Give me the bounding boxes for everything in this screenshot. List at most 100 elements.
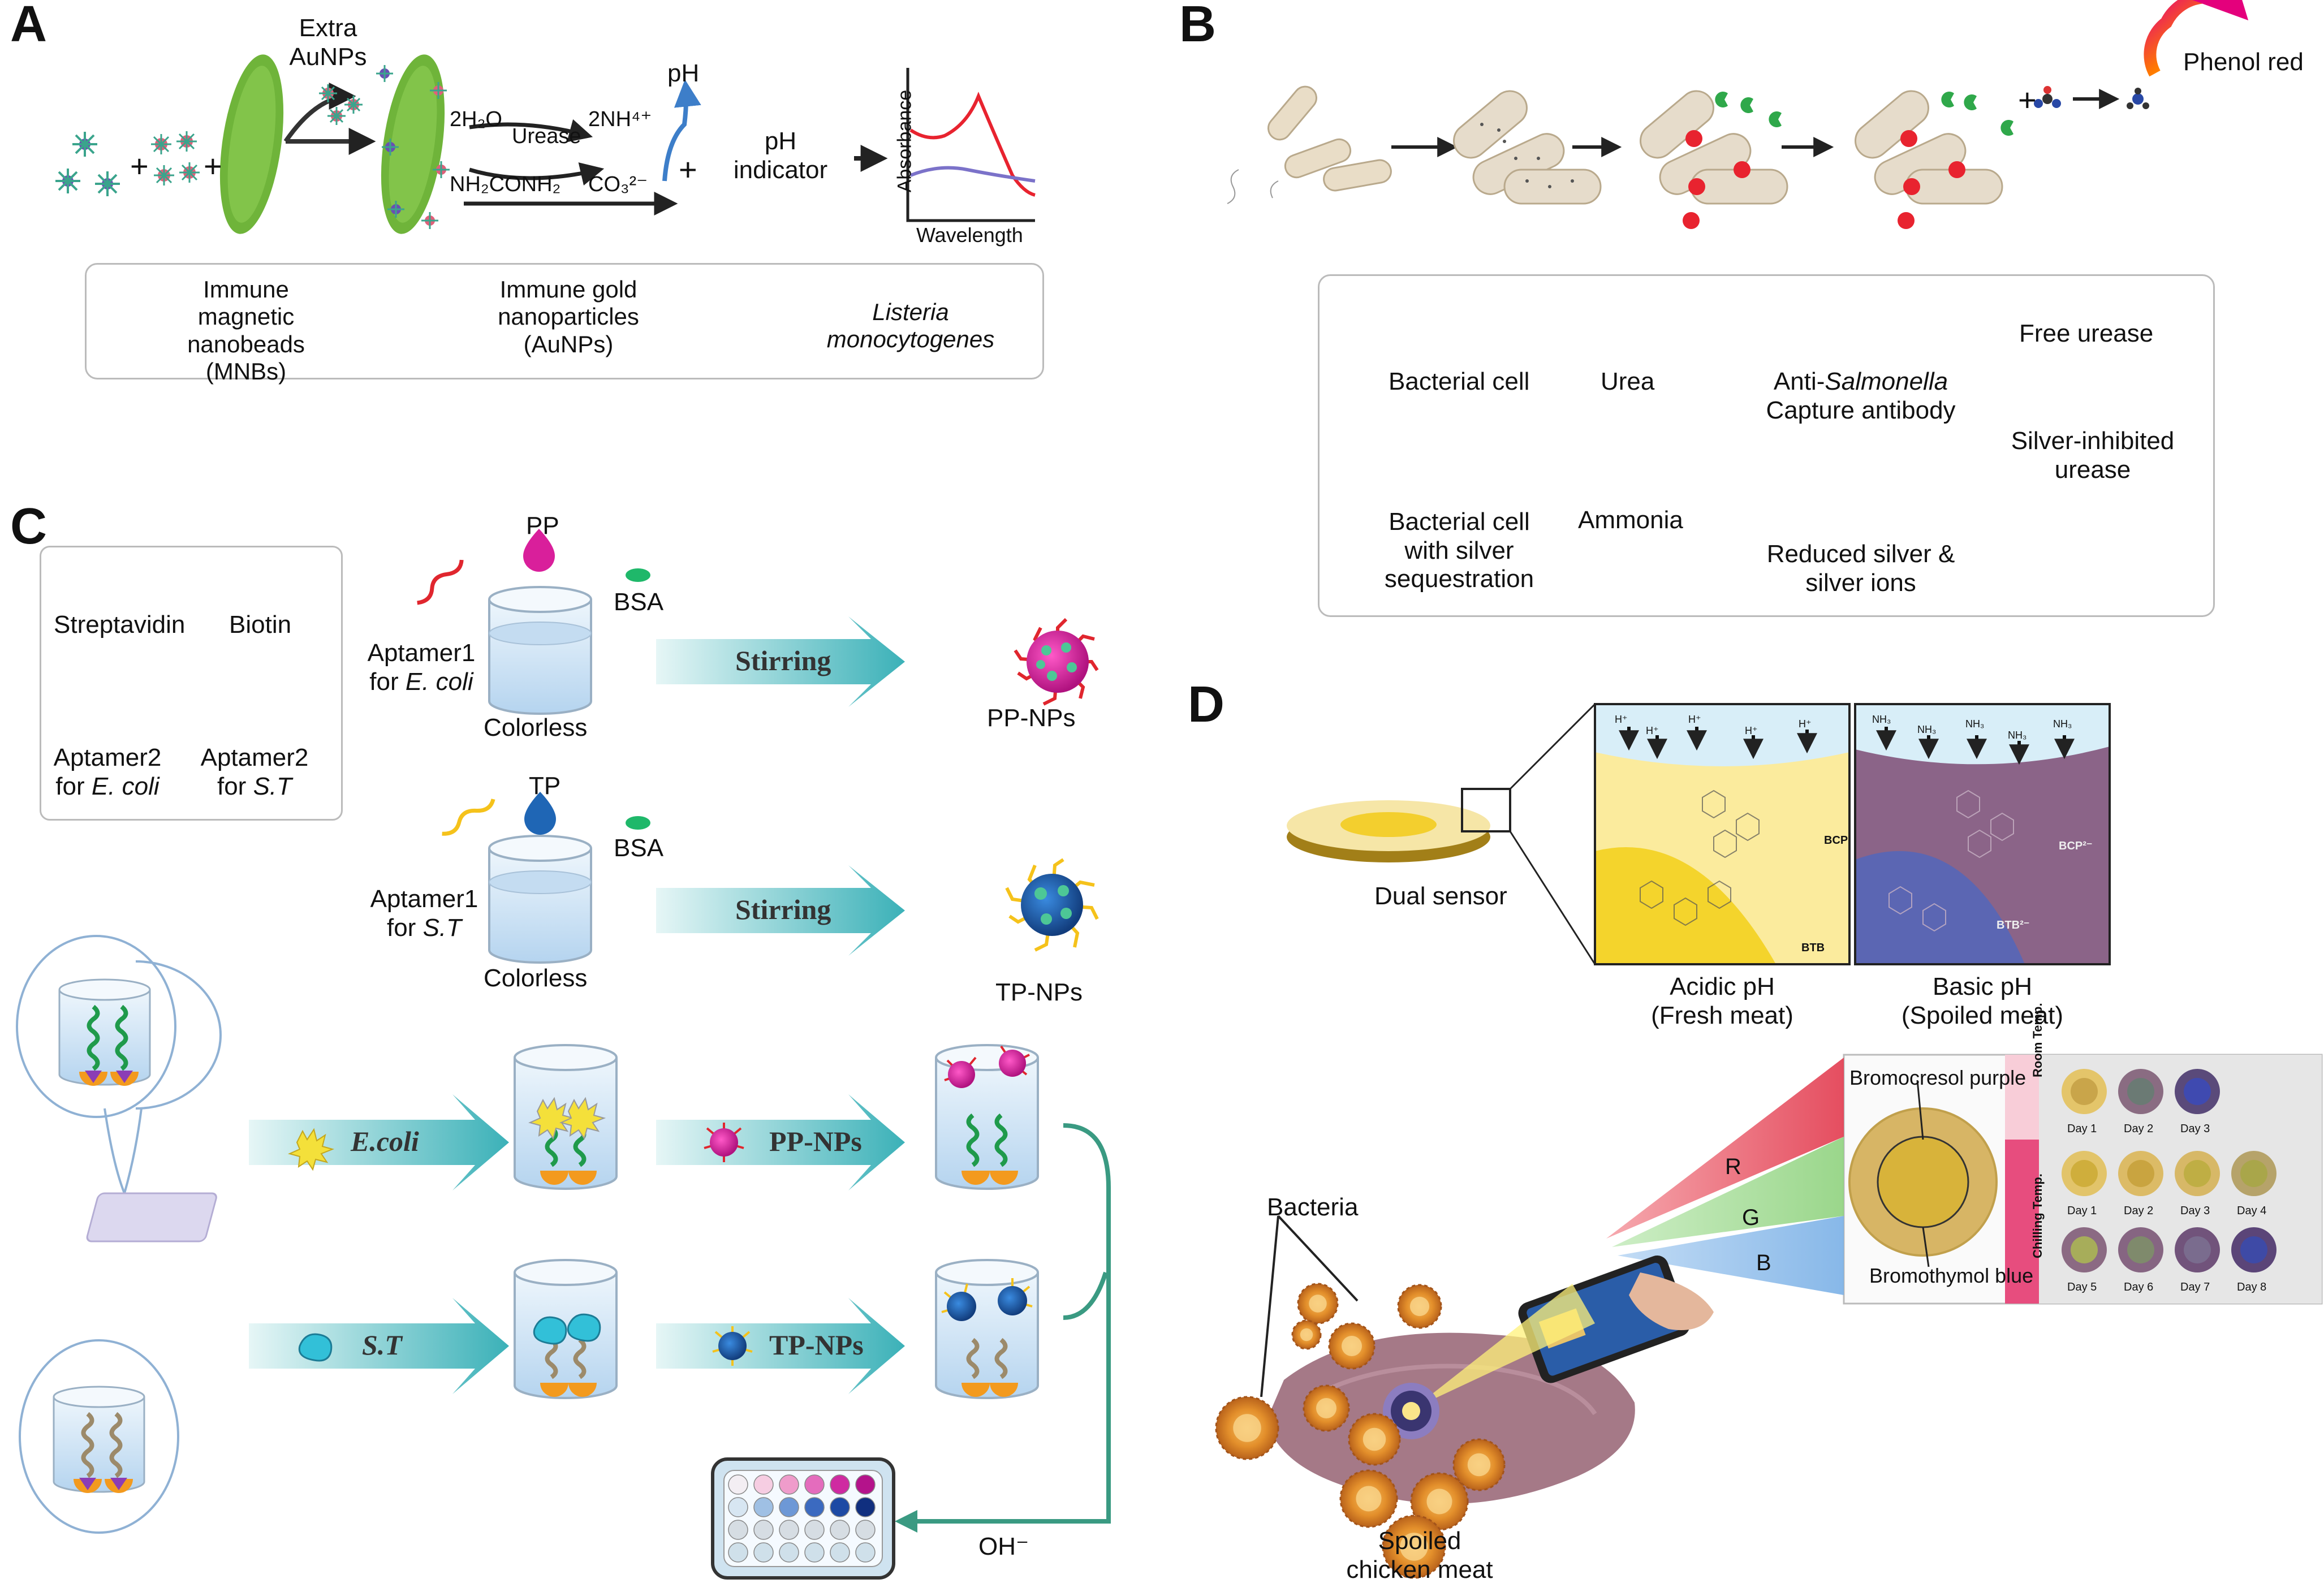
- pp-nps-label: PP-NPs: [987, 704, 1076, 732]
- room-temp-label: Room Temp.: [2030, 1003, 2045, 1077]
- room-day-2: Day 2: [2124, 1123, 2154, 1135]
- tp-nanoparticle: [1005, 858, 1099, 952]
- plate-well: [779, 1474, 799, 1495]
- chill-temp-sensor-dot: [2184, 1236, 2211, 1263]
- h-plus-2: H⁺: [1646, 725, 1659, 736]
- wavelength-axis-label: Wavelength: [916, 223, 1023, 247]
- legend-streptavidin: Streptavidin: [54, 611, 186, 638]
- plate-well: [804, 1474, 825, 1495]
- beam-g-label: G: [1742, 1205, 1760, 1230]
- chill-day-6: Day 6: [2124, 1281, 2154, 1293]
- plus-sign-2: +: [204, 148, 222, 184]
- apt1-st-label: Aptamer1 for S.T: [356, 885, 492, 942]
- ph-indicator-label: pH indicator: [733, 127, 828, 184]
- result-plate: [711, 1457, 895, 1580]
- plate-well: [855, 1474, 876, 1495]
- apt1-ecoli-species: E. coli: [405, 667, 473, 696]
- spoiled-meat-label: Spoiled chicken meat: [1346, 1527, 1493, 1584]
- microplate: [86, 1192, 217, 1242]
- reaction-urea: NH₂CONH₂: [450, 172, 561, 196]
- antibody-prefix: Anti-: [1773, 368, 1825, 395]
- plus-sign-3: +: [679, 152, 697, 187]
- acidic-box: [1594, 703, 1851, 965]
- plate-well: [804, 1520, 825, 1540]
- plate-well: [753, 1474, 774, 1495]
- panel-label-c: C: [10, 498, 47, 555]
- chill-day-8: Day 8: [2237, 1281, 2267, 1293]
- nh3-5: NH₃: [2053, 718, 2072, 730]
- phenol-red-label: Phenol red: [2183, 48, 2304, 76]
- chill-day-1: Day 1: [2067, 1205, 2097, 1217]
- h-plus-5: H⁺: [1799, 718, 1812, 730]
- acidic-label: Acidic pH (Fresh meat): [1651, 973, 1793, 1029]
- plate-well: [830, 1497, 850, 1517]
- aunp-cluster: [151, 131, 200, 185]
- chill-temp-sensor-dot: [2127, 1236, 2154, 1263]
- plate-well: [728, 1474, 748, 1495]
- panel-label-b: B: [1179, 0, 1216, 53]
- plate-well: [779, 1497, 799, 1517]
- plate-well: [753, 1520, 774, 1540]
- reaction-ammonium: 2NH⁴⁺: [588, 107, 652, 131]
- tpnps-arrow-label: TP-NPs: [769, 1329, 864, 1361]
- chill-temp-sensor-dot: [2071, 1160, 2098, 1187]
- chill-day-3: Day 3: [2180, 1205, 2210, 1217]
- legend-reduced-silver: Reduced silver & silver ions: [1766, 540, 1955, 597]
- beaker-tp: [488, 835, 592, 964]
- apt1-ecoli-label: Aptamer1 for E. coli: [353, 639, 489, 696]
- colorless-label-2: Colorless: [484, 964, 588, 992]
- apt2-st-species: S.T: [253, 772, 292, 800]
- ph-label-a: pH: [667, 59, 700, 87]
- plate-well: [855, 1520, 876, 1540]
- plus-sign-b: +: [2018, 82, 2037, 118]
- dual-sensor-label: Dual sensor: [1374, 882, 1507, 910]
- legend-box-c: [40, 546, 343, 821]
- h-plus-4: H⁺: [1745, 725, 1758, 736]
- chill-day-5: Day 5: [2067, 1281, 2097, 1293]
- legend-listeria: Listeria monocytogenes: [826, 299, 995, 353]
- bcp-label: BCP: [1824, 834, 1848, 847]
- colorless-label-1: Colorless: [484, 714, 588, 741]
- apt1-st-line1: Aptamer1: [370, 885, 478, 913]
- capture-well-ecoli: [58, 978, 151, 1086]
- antibody-suffix: Capture antibody: [1766, 396, 1956, 424]
- chill-temp-sensor-dot: [2184, 1160, 2211, 1187]
- bcp-ion-label: BCP²⁻: [2059, 840, 2093, 852]
- antibody-italic: Salmonella: [1825, 368, 1948, 395]
- legend-box-a: [85, 263, 1044, 379]
- apt1-ecoli-line1: Aptamer1: [367, 639, 476, 667]
- plate-well: [855, 1542, 876, 1563]
- apt2-ecoli-species: E. coli: [91, 772, 159, 800]
- legend-bacterial-cell: Bacterial cell: [1389, 368, 1530, 395]
- st-arrow-label: S.T: [362, 1329, 402, 1361]
- nh3-2: NH₃: [1917, 724, 1937, 735]
- bacteria-label: Bacteria: [1267, 1193, 1359, 1221]
- plate-well: [728, 1542, 748, 1563]
- pp-nanoparticle: [1014, 618, 1099, 706]
- hydroxide-label: OH⁻: [978, 1533, 1029, 1560]
- legend-apt2-st: Aptamer2 for S.T: [189, 744, 320, 801]
- plate-well: [830, 1474, 850, 1495]
- panel-d-graphics: [1215, 703, 2323, 1579]
- legend-ammonia: Ammonia: [1578, 506, 1683, 534]
- chill-day-4: Day 4: [2237, 1205, 2267, 1217]
- panel-label-d: D: [1188, 676, 1224, 733]
- extra-aunps-label: Extra AuNPs: [289, 14, 367, 71]
- bromocresol-label: Bromocresol purple: [1849, 1066, 2027, 1089]
- beaker-pp: [488, 586, 592, 715]
- legend-silver-cell: Bacterial cell with silver sequestration: [1384, 508, 1534, 593]
- apt1-st-for: for: [386, 913, 423, 942]
- nh3-1: NH₃: [1872, 714, 1891, 725]
- room-temp-sensor-dot: [2071, 1078, 2098, 1105]
- beaker-ecoli-captured: [514, 1044, 618, 1190]
- chill-day-2: Day 2: [2124, 1205, 2154, 1217]
- chilling-temp-label: Chilling Temp.: [2030, 1173, 2045, 1258]
- reaction-enzyme: Urease: [512, 124, 581, 148]
- beam-r-label: R: [1725, 1154, 1741, 1179]
- apt1-st-species: S.T: [422, 913, 462, 942]
- legend-box-b: [1318, 274, 2215, 617]
- plate-well: [779, 1520, 799, 1540]
- plate-well: [753, 1497, 774, 1517]
- tp-nps-label: TP-NPs: [995, 978, 1083, 1006]
- plate-well: [804, 1497, 825, 1517]
